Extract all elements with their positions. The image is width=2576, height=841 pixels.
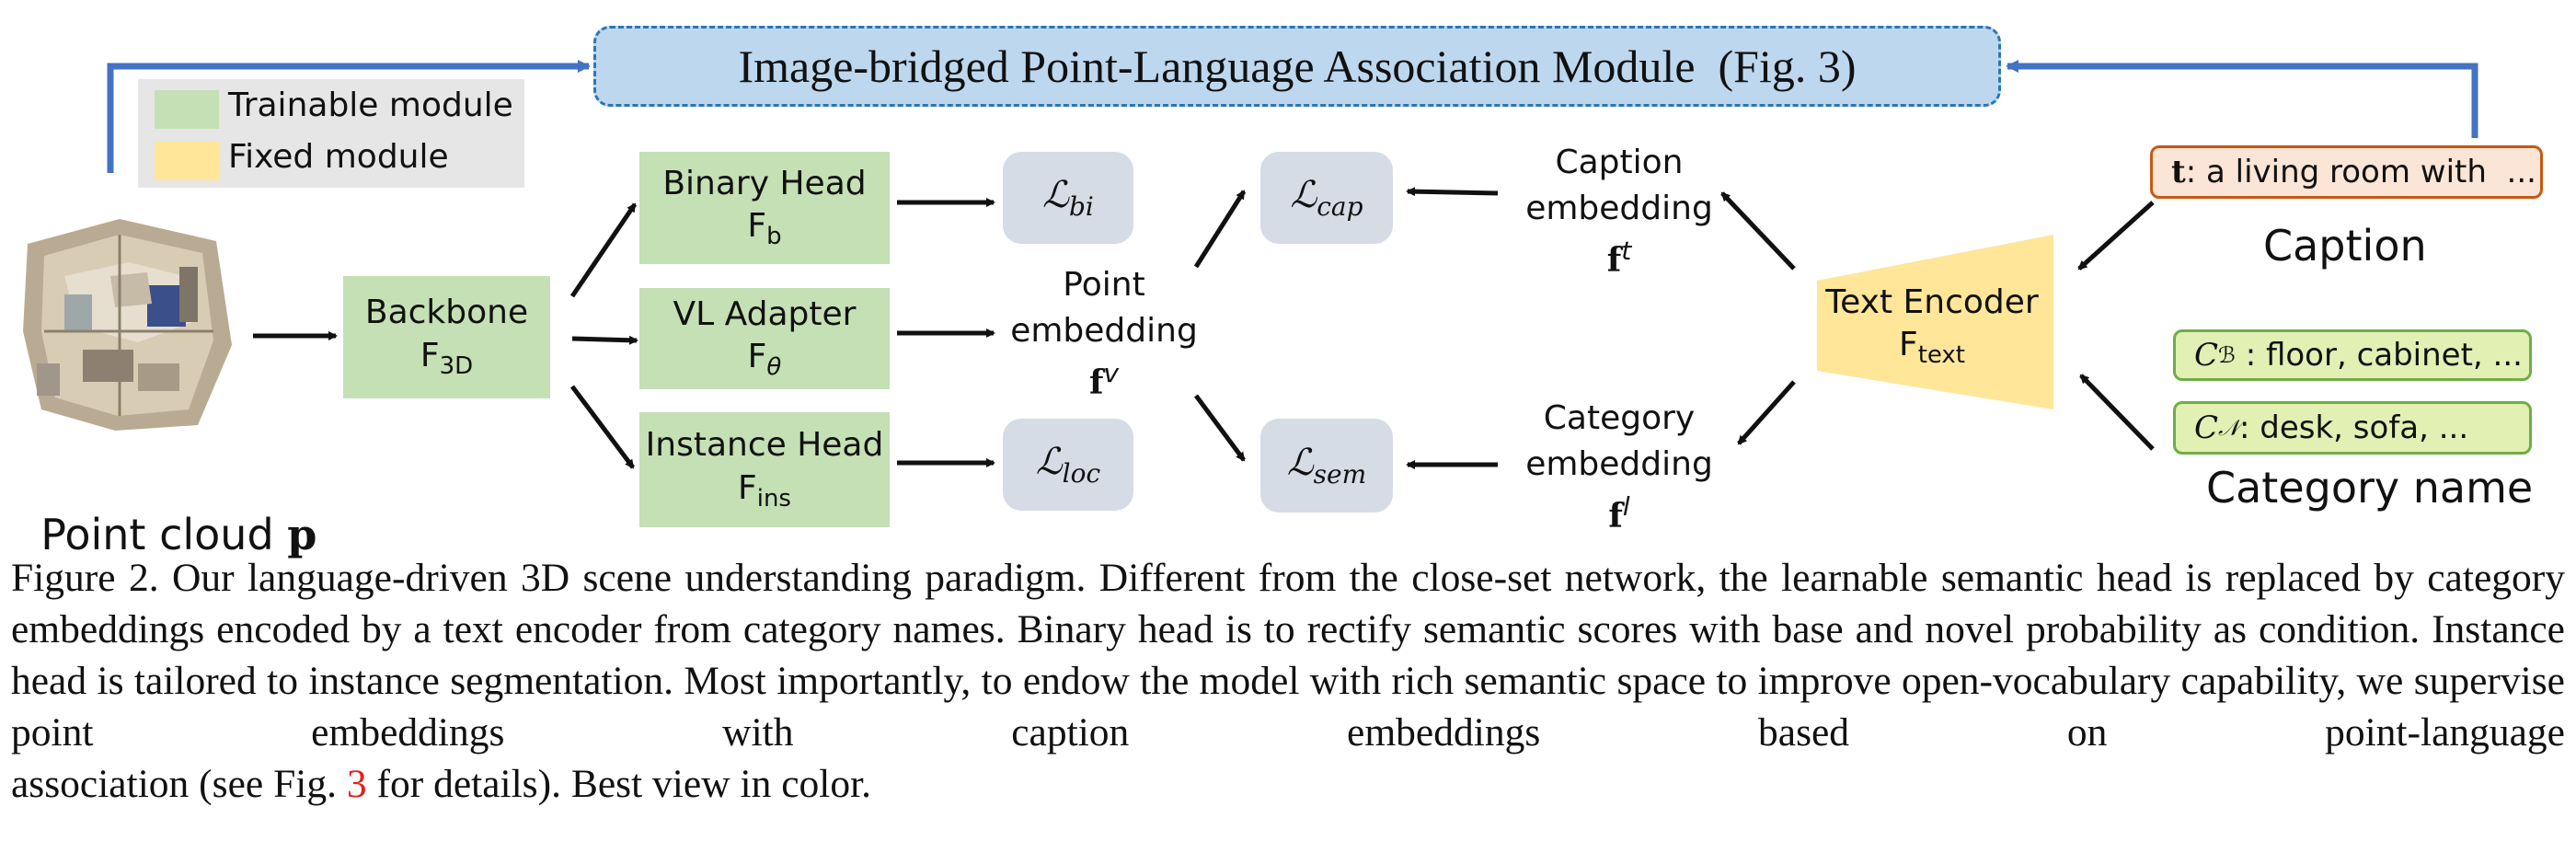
instance-head-name: Instance Head (645, 426, 884, 465)
arrow-encoder-catemb (1737, 380, 1796, 445)
legend-trainable-swatch (155, 90, 219, 129)
legend-trainable-label: Trainable module (228, 86, 513, 124)
binary-head-name: Binary Head (662, 164, 867, 202)
point-cloud-image (23, 219, 232, 431)
figure-caption-body: Figure 2. Our language-driven 3D scene u… (11, 556, 2565, 755)
backbone-box: Backbone F3D (343, 276, 550, 398)
association-module-title: Image-bridged Point-Language Association… (738, 40, 1857, 92)
loss-bi: ℒbi (1003, 152, 1133, 244)
text-encoder-label: Text Encoder Ftext (1825, 282, 2039, 370)
point-embedding-label: Point embedding fv (1010, 266, 1198, 402)
arrow-point-lsem (1193, 394, 1247, 462)
arrow-backbone-vl (571, 335, 638, 345)
category-name-label: Category name (2206, 463, 2534, 513)
loss-sem: ℒsem (1260, 419, 1393, 513)
legend-fixed-label: Fixed module (228, 138, 449, 176)
point-cloud-label: Point cloud p (40, 510, 317, 559)
caption-embedding-label: Caption embedding ft (1525, 144, 1713, 280)
association-module-box: Image-bridged Point-Language Association… (593, 26, 2001, 107)
legend: Trainable module Fixed module (138, 79, 524, 188)
vl-adapter-box: VL Adapter Fθ (639, 288, 890, 389)
diagram-arrows (23, 60, 2478, 469)
arrow-point-lcap (1193, 190, 1247, 269)
vl-adapter-name: VL Adapter (673, 294, 857, 333)
caption-label: Caption (2263, 221, 2427, 271)
text-encoder-shape (1817, 235, 2053, 409)
category-embedding-label: Category embedding fl (1525, 399, 1713, 536)
backbone-name: Backbone (364, 294, 529, 332)
figure-caption-last-line: association (see Fig. 3 for details). Be… (11, 762, 872, 807)
arrow-category-encoder (2079, 374, 2155, 451)
caption-input-pill: t: a living room with ... (2150, 145, 2543, 199)
instance-head-box: Instance Head Fins (639, 412, 890, 527)
arrow-encoder-capemb (1720, 191, 1796, 271)
arrow-backbone-instance (570, 385, 635, 469)
binary-head-box: Binary Head Fb (639, 152, 890, 264)
arrow-capemb-lcap (1406, 187, 1499, 197)
loss-loc: ℒloc (1003, 419, 1133, 511)
right-blue-arrow (2006, 60, 2478, 138)
legend-fixed-swatch (155, 142, 219, 180)
left-blue-arrow (107, 60, 591, 173)
arrow-backbone-binary (569, 202, 638, 298)
figure-ref-link[interactable]: 3 (346, 762, 367, 807)
arrow-caption-encoder (2077, 201, 2155, 271)
loss-cap: ℒcap (1260, 152, 1393, 244)
figure-caption: Figure 2. Our language-driven 3D scene u… (11, 552, 2565, 811)
